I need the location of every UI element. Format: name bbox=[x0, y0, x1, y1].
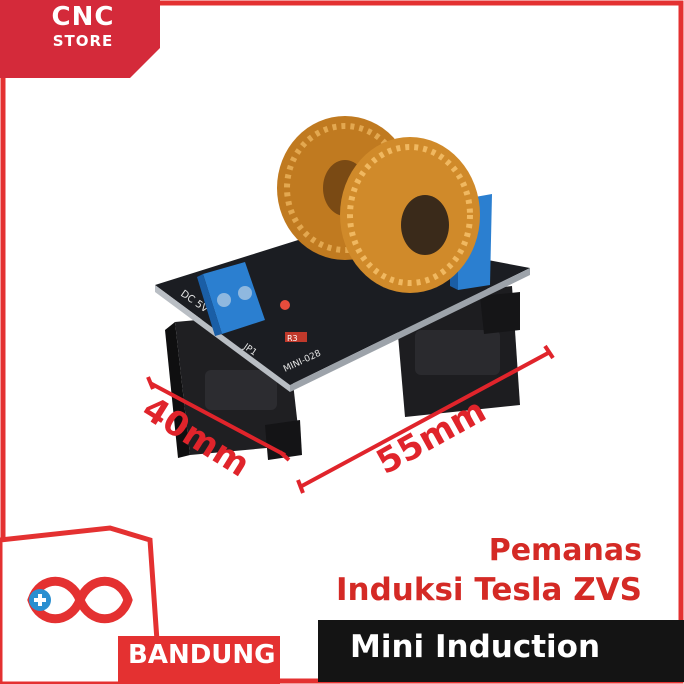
product-title-line1: Pemanas bbox=[488, 533, 642, 568]
brand-badge bbox=[0, 0, 160, 78]
pcb-label-r3: R3 bbox=[287, 334, 298, 343]
city-bar bbox=[118, 636, 280, 684]
subtitle-bar bbox=[318, 620, 684, 682]
terminal-input bbox=[197, 262, 265, 336]
brand-name: CNC bbox=[51, 2, 115, 32]
led bbox=[280, 300, 290, 310]
product-title-line2: Induksi Tesla ZVS bbox=[336, 572, 642, 608]
copper-coil-front bbox=[340, 137, 480, 293]
dimension-length-line bbox=[296, 344, 555, 494]
dimension-width-line bbox=[146, 376, 291, 462]
city-label: BANDUNG bbox=[128, 640, 276, 670]
product-subtitle: Mini Induction bbox=[350, 629, 601, 665]
resistor-r3 bbox=[285, 332, 307, 342]
brand-subname: STORE bbox=[52, 32, 114, 50]
